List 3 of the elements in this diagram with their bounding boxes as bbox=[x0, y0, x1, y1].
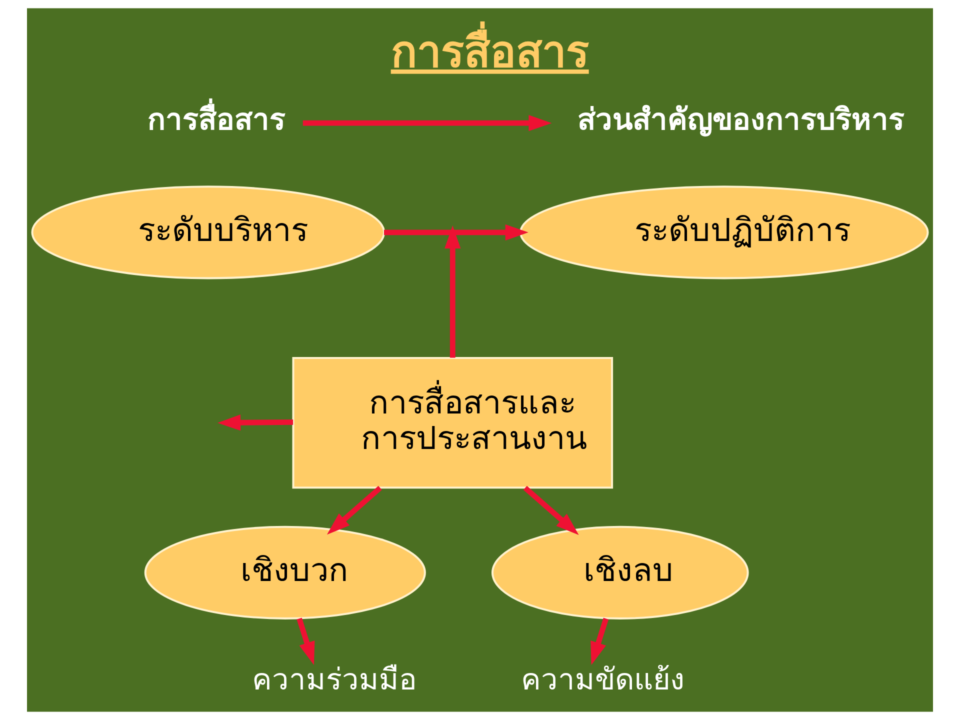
node-text: ส่วนสำคัญของการบริหาร bbox=[578, 104, 905, 136]
node-text: ความร่วมมือ bbox=[252, 664, 418, 697]
node-text: ความขัดแย้ง bbox=[520, 664, 685, 697]
